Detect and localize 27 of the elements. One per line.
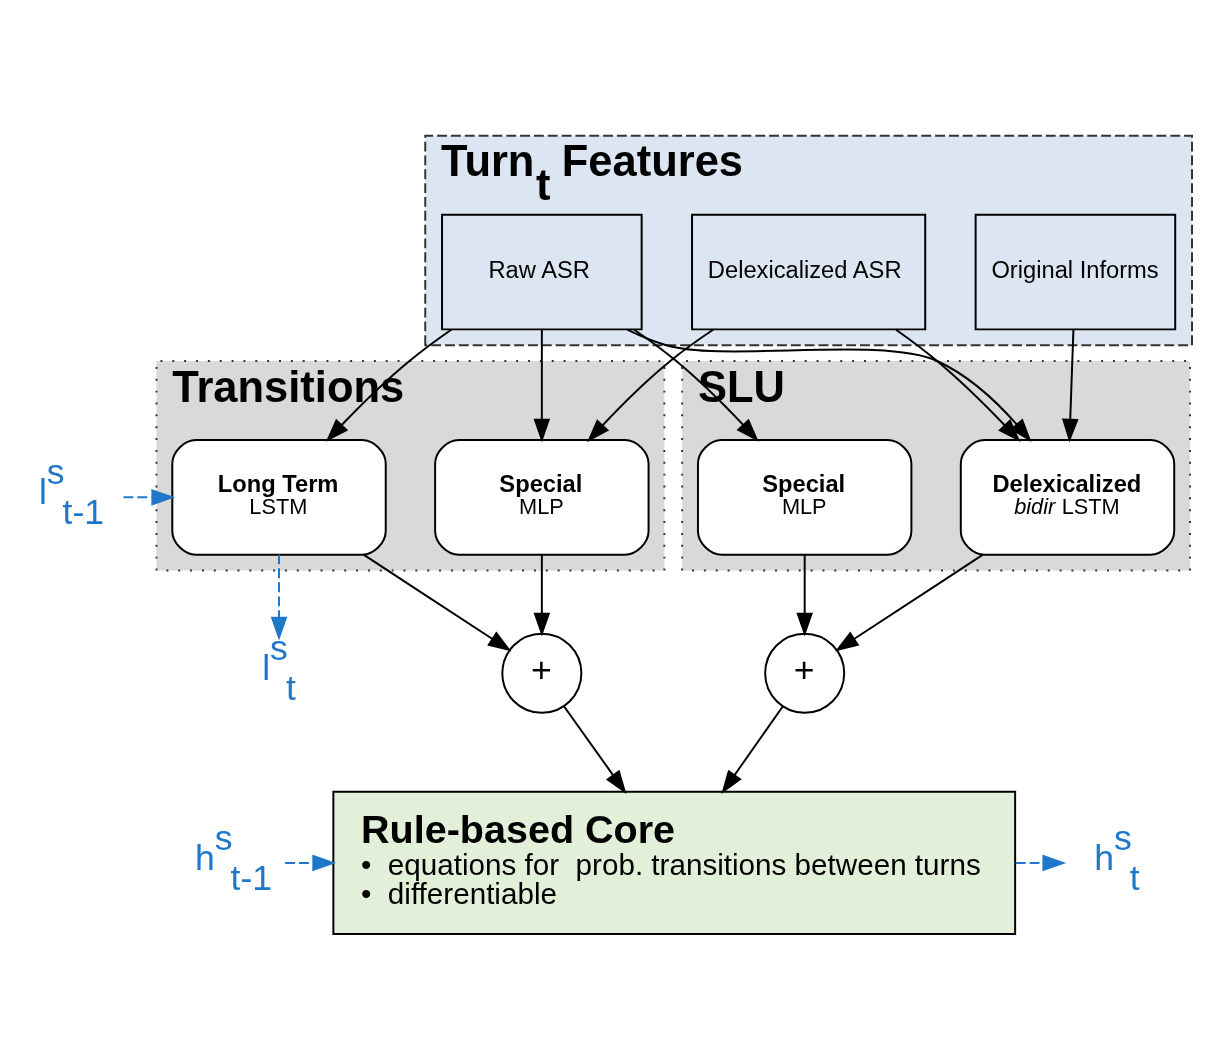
node-box: Original Informs [974, 213, 1177, 330]
arrow [533, 328, 551, 443]
arrow [533, 553, 551, 636]
arrow [1014, 854, 1067, 871]
arrow [721, 705, 784, 794]
arrow [284, 854, 337, 871]
arrow [1061, 328, 1079, 443]
arrow [587, 328, 715, 442]
node-box: Delexicalized ASR [691, 213, 927, 330]
arrow [895, 328, 1021, 442]
node-circle: + [764, 632, 846, 714]
node-box: Long Term LSTM [171, 438, 387, 556]
arrow [270, 553, 288, 641]
node-box: Special MLP [696, 438, 913, 556]
arrow [626, 328, 1032, 442]
node-box: Special MLP [434, 438, 650, 556]
arrow [796, 553, 813, 636]
arrow [362, 553, 512, 651]
node-box: Raw ASR [441, 213, 643, 330]
arrow [834, 553, 984, 651]
node-box: Rule-based Core • equations for prob. transitions between turns • differentiable [332, 790, 1017, 935]
arrow [122, 488, 176, 506]
arrow [563, 705, 627, 794]
node-circle: + [501, 632, 583, 714]
arrow [633, 328, 759, 442]
node-box: Delexicalized bidir LSTM [959, 438, 1176, 556]
arrow [325, 327, 453, 442]
